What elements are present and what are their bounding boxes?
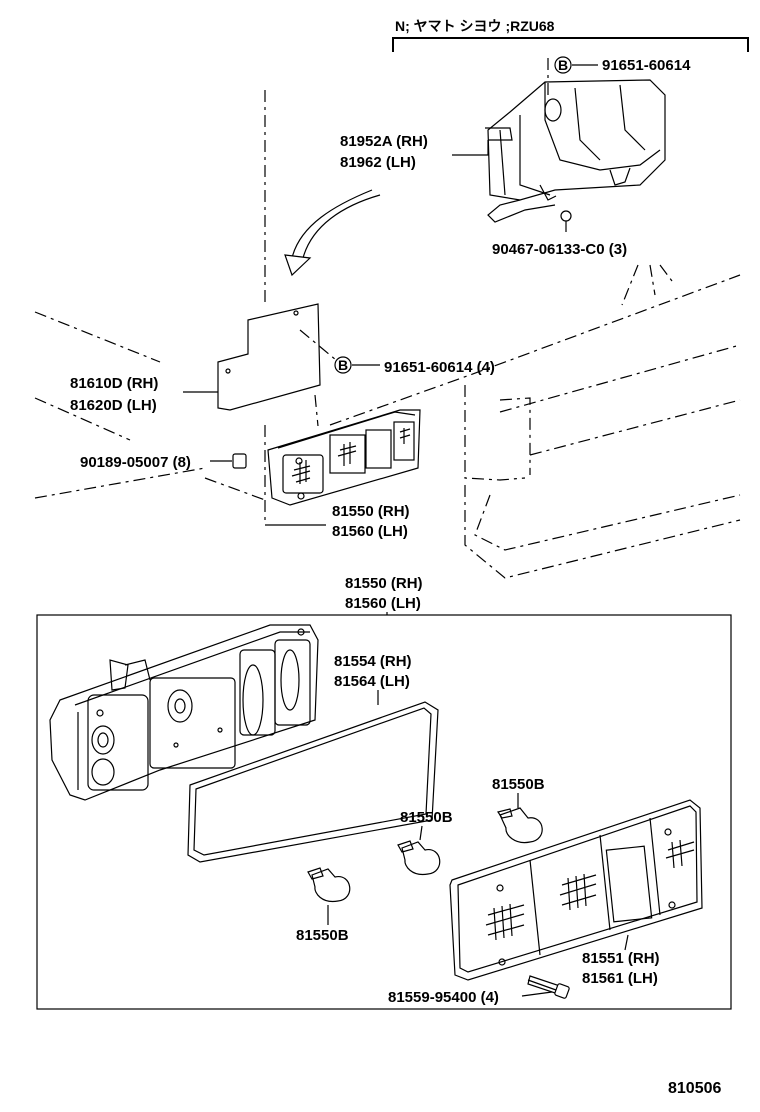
header-bracket xyxy=(392,37,749,52)
label-81561-lh: 81561 (LH) xyxy=(582,970,658,987)
label-bulb-81550b-1: 81550B xyxy=(492,776,545,793)
label-81550-rh-box: 81550 (RH) xyxy=(345,575,423,592)
label-81560-lh-upper: 81560 (LH) xyxy=(332,523,408,540)
label-81620d-lh: 81620D (LH) xyxy=(70,397,157,414)
label-91651-60614-mid: 91651-60614 (4) xyxy=(384,359,495,376)
header-note: N; ヤマト シヨウ ;RZU68 xyxy=(395,18,555,34)
bulb-icon-3 xyxy=(307,867,351,903)
bracket-mark-mid: B xyxy=(334,356,352,374)
gasket-81554-drawing xyxy=(187,701,439,863)
exploded-view-frame xyxy=(36,614,732,1010)
bulb-icon-1 xyxy=(497,807,543,844)
label-bulb-81550b-2: 81550B xyxy=(400,809,453,826)
label-81559-95400: 81559-95400 (4) xyxy=(388,989,499,1006)
label-bulb-81550b-3: 81550B xyxy=(296,927,349,944)
label-81564-lh: 81564 (LH) xyxy=(334,673,410,690)
label-81560-lh-box: 81560 (LH) xyxy=(345,595,421,612)
diagram-id: 810506 xyxy=(668,1080,721,1097)
label-90189: 90189-05007 (8) xyxy=(80,454,191,471)
label-81610d-rh: 81610D (RH) xyxy=(70,375,158,392)
screw-81559-icon xyxy=(527,975,570,999)
svg-text:B: B xyxy=(338,357,348,373)
label-81962-lh: 81962 (LH) xyxy=(340,154,416,171)
svg-text:B: B xyxy=(558,57,568,73)
bulb-icon-2 xyxy=(397,840,441,876)
label-81551-rh: 81551 (RH) xyxy=(582,950,660,967)
leader-81952a xyxy=(452,140,489,156)
label-91651-60614-top: 91651-60614 xyxy=(602,57,691,74)
lens-81551-drawing xyxy=(449,799,703,981)
bracket-mark-top: B xyxy=(554,56,572,74)
lamp-housing-drawing xyxy=(49,624,319,801)
nut-90189-icon xyxy=(232,453,247,469)
rear-lamp-mounted-drawing xyxy=(267,409,421,506)
bracket-81952a-drawing xyxy=(485,79,666,232)
vehicle-frame-outline xyxy=(34,90,741,579)
label-90467: 90467-06133-C0 (3) xyxy=(492,241,627,258)
label-81952a-rh: 81952A (RH) xyxy=(340,133,428,150)
plate-81610d-drawing xyxy=(217,303,321,411)
label-81554-rh: 81554 (RH) xyxy=(334,653,412,670)
assembly-arrow xyxy=(301,194,381,263)
label-81550-rh-upper: 81550 (RH) xyxy=(332,503,410,520)
